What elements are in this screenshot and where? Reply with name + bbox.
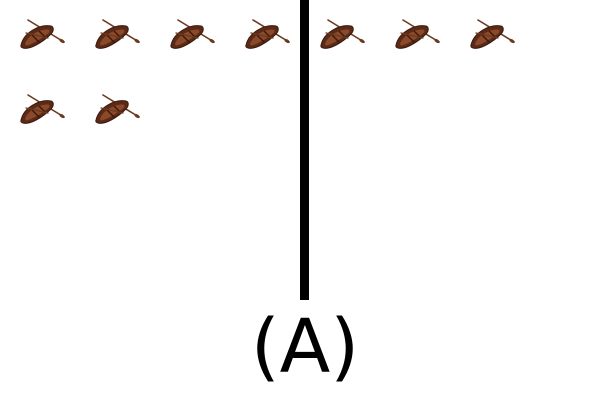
rowboat-icon: [468, 18, 516, 54]
rowboat-icon: [18, 18, 66, 54]
rowboat-icon: [93, 93, 141, 129]
rowboat-icon: [393, 18, 441, 54]
vertical-divider: [300, 0, 309, 300]
rowboat-icon: [318, 18, 366, 54]
rowboat-icon: [93, 18, 141, 54]
figure-label: (A): [250, 304, 360, 390]
rowboat-icon: [168, 18, 216, 54]
rowboat-icon: [243, 18, 291, 54]
rowboat-icon: [18, 93, 66, 129]
